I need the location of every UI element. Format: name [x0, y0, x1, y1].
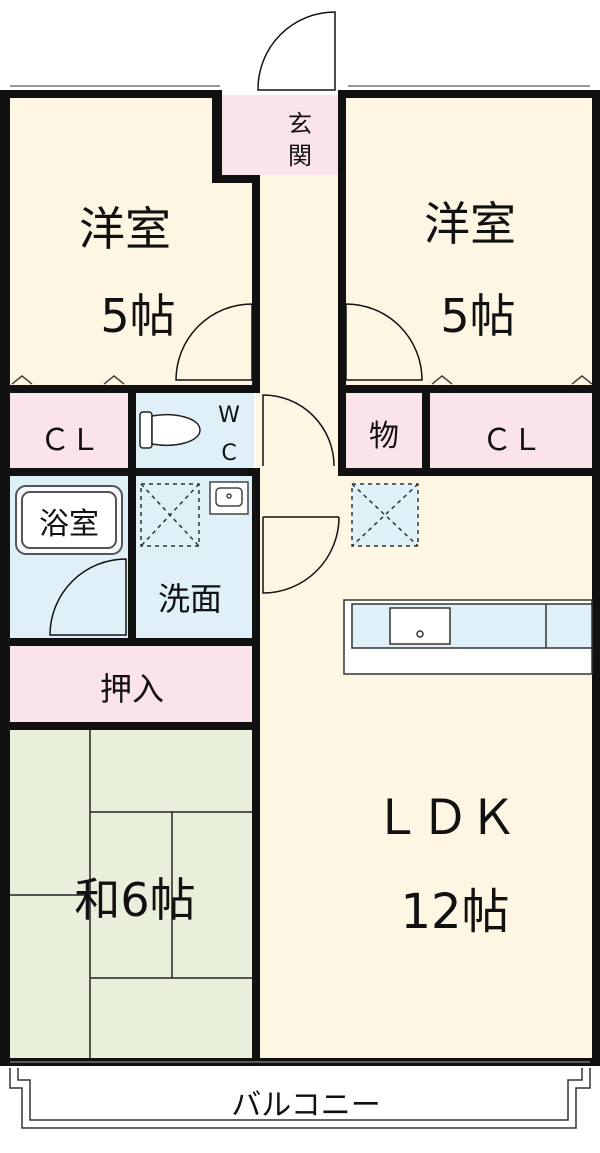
- ldk-size: 12帖: [400, 884, 509, 940]
- bath-label: 浴室: [39, 507, 99, 542]
- storage-label: 物: [369, 419, 399, 454]
- entrance-label-2: 関: [288, 142, 312, 170]
- balcony-outline: [9, 1068, 591, 1129]
- bathtub-icon: [15, 485, 123, 555]
- ldk-name: ＬＤＫ: [373, 790, 517, 846]
- toilet-icon: [139, 411, 201, 449]
- toilet-label-2: C: [221, 441, 236, 466]
- closet-right-floor: [428, 392, 592, 470]
- fridge-space-icon: [351, 483, 419, 547]
- entrance-label-1: 玄: [288, 110, 312, 138]
- balcony-label: バルコニー: [231, 1088, 380, 1123]
- washitsu-label: 和6帖: [74, 873, 195, 927]
- storage-floor: [344, 392, 424, 470]
- western-room-right-size: 5帖: [440, 289, 515, 343]
- western-room-left-name: 洋室: [79, 202, 171, 256]
- kitchen-counter: [343, 599, 593, 675]
- closet-left-label: ＣＬ: [40, 423, 100, 458]
- closet-right-label: ＣＬ: [482, 423, 542, 458]
- washer-space-icon: [140, 483, 200, 547]
- washroom-label: 洗面: [158, 580, 222, 618]
- closet-rails: [11, 375, 593, 385]
- entrance-floor: [258, 95, 342, 175]
- oshiire-label: 押入: [100, 670, 164, 708]
- toilet-label-1: W: [218, 403, 240, 428]
- western-room-right-name: 洋室: [424, 197, 516, 251]
- door-swings: [49, 11, 423, 636]
- entrance-closet-floor: [222, 95, 258, 175]
- windows: [10, 85, 590, 1063]
- western-room-left-size: 5帖: [100, 289, 175, 343]
- closet-left-floor: [10, 392, 130, 470]
- oshiire-floor: [10, 646, 254, 724]
- tatami-lines: [10, 730, 254, 1060]
- washbasin-icon: [209, 481, 249, 515]
